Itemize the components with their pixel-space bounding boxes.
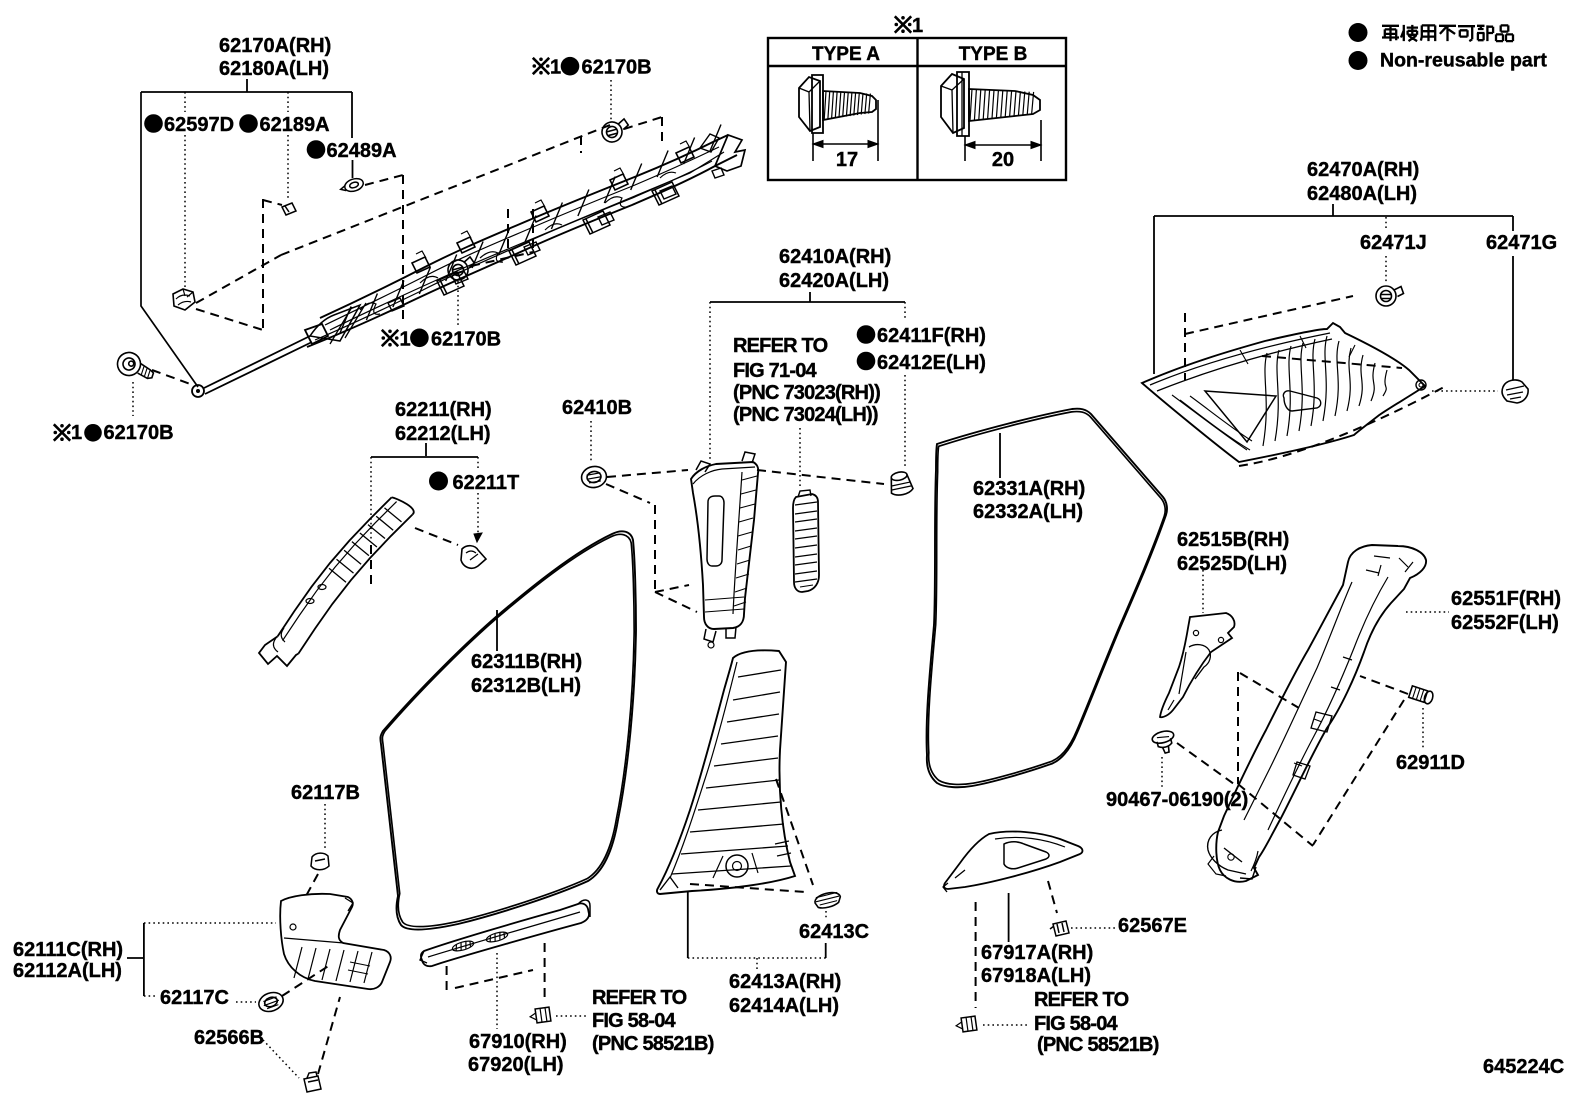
- svg-text:90467-06190(2): 90467-06190(2): [1106, 789, 1248, 811]
- svg-text:62411F(RH): 62411F(RH): [877, 325, 986, 347]
- svg-text:62566B: 62566B: [194, 1027, 264, 1049]
- svg-text:62211(RH): 62211(RH): [395, 399, 492, 421]
- svg-text:(PNC 73024(LH)): (PNC 73024(LH)): [733, 404, 878, 426]
- svg-text:62311B(RH): 62311B(RH): [471, 651, 582, 673]
- svg-text:62597D: 62597D: [164, 114, 234, 136]
- svg-text:REFER TO: REFER TO: [733, 335, 828, 357]
- svg-text:67917A(RH): 67917A(RH): [981, 942, 1093, 964]
- svg-text:67920(LH): 67920(LH): [468, 1054, 564, 1076]
- svg-text:62410B: 62410B: [562, 397, 632, 419]
- svg-text:(PNC 58521B): (PNC 58521B): [592, 1033, 714, 1055]
- svg-text:62420A(LH): 62420A(LH): [779, 270, 889, 292]
- svg-text:62489A: 62489A: [327, 140, 397, 162]
- svg-text:1: 1: [400, 329, 411, 351]
- svg-text:62117B: 62117B: [291, 782, 360, 804]
- svg-text:62170B: 62170B: [104, 422, 174, 444]
- svg-text:TYPE B: TYPE B: [959, 44, 1028, 65]
- svg-text:62414A(LH): 62414A(LH): [729, 995, 839, 1017]
- svg-text:62332A(LH): 62332A(LH): [973, 501, 1083, 523]
- svg-text:17: 17: [836, 149, 858, 171]
- svg-text:62170A(RH): 62170A(RH): [219, 35, 331, 57]
- svg-text:62112A(LH): 62112A(LH): [13, 960, 122, 982]
- svg-text:62413C: 62413C: [799, 921, 869, 943]
- svg-text:62410A(RH): 62410A(RH): [779, 246, 891, 268]
- svg-text:62567E: 62567E: [1118, 915, 1187, 937]
- svg-text:FIG 71-04: FIG 71-04: [733, 360, 818, 382]
- svg-text:62470A(RH): 62470A(RH): [1307, 159, 1419, 181]
- svg-text:62480A(LH): 62480A(LH): [1307, 183, 1417, 205]
- svg-text:62525D(LH): 62525D(LH): [1177, 553, 1287, 575]
- svg-text:FIG 58-04: FIG 58-04: [1034, 1013, 1119, 1035]
- svg-text:62170B: 62170B: [582, 57, 652, 79]
- svg-text:TYPE A: TYPE A: [812, 44, 880, 65]
- svg-text:62180A(LH): 62180A(LH): [219, 58, 329, 80]
- svg-text:REFER TO: REFER TO: [1034, 989, 1129, 1011]
- svg-text:67910(RH): 67910(RH): [469, 1031, 567, 1053]
- svg-text:62471G: 62471G: [1486, 232, 1557, 254]
- svg-text:REFER TO: REFER TO: [592, 987, 687, 1009]
- svg-text:62170B: 62170B: [431, 329, 501, 351]
- svg-text:62117C: 62117C: [160, 987, 229, 1009]
- svg-text:Non-reusable part: Non-reusable part: [1380, 50, 1547, 72]
- svg-text:20: 20: [992, 149, 1014, 171]
- svg-text:62412E(LH): 62412E(LH): [877, 352, 986, 374]
- svg-text:62413A(RH): 62413A(RH): [729, 971, 841, 993]
- svg-text:62471J: 62471J: [1360, 232, 1427, 254]
- svg-text:62312B(LH): 62312B(LH): [471, 675, 581, 697]
- svg-text:1: 1: [550, 57, 561, 79]
- svg-text:67918A(LH): 67918A(LH): [981, 965, 1091, 987]
- svg-text:62552F(LH): 62552F(LH): [1451, 612, 1559, 634]
- svg-text:1: 1: [71, 422, 82, 444]
- svg-text:(PNC 58521B): (PNC 58521B): [1037, 1034, 1159, 1056]
- svg-text:62111C(RH): 62111C(RH): [13, 939, 123, 961]
- svg-text:62515B(RH): 62515B(RH): [1177, 529, 1289, 551]
- svg-text:62331A(RH): 62331A(RH): [973, 478, 1085, 500]
- svg-text:FIG 58-04: FIG 58-04: [592, 1010, 677, 1032]
- svg-text:62211T: 62211T: [453, 472, 520, 494]
- svg-text:62189A: 62189A: [260, 114, 330, 136]
- svg-text:645224C: 645224C: [1483, 1056, 1564, 1078]
- svg-text:62911D: 62911D: [1396, 752, 1465, 774]
- svg-text:1: 1: [912, 15, 923, 37]
- svg-text:62551F(RH): 62551F(RH): [1451, 588, 1561, 610]
- svg-text:(PNC 73023(RH)): (PNC 73023(RH)): [733, 382, 880, 404]
- svg-text:62212(LH): 62212(LH): [395, 423, 491, 445]
